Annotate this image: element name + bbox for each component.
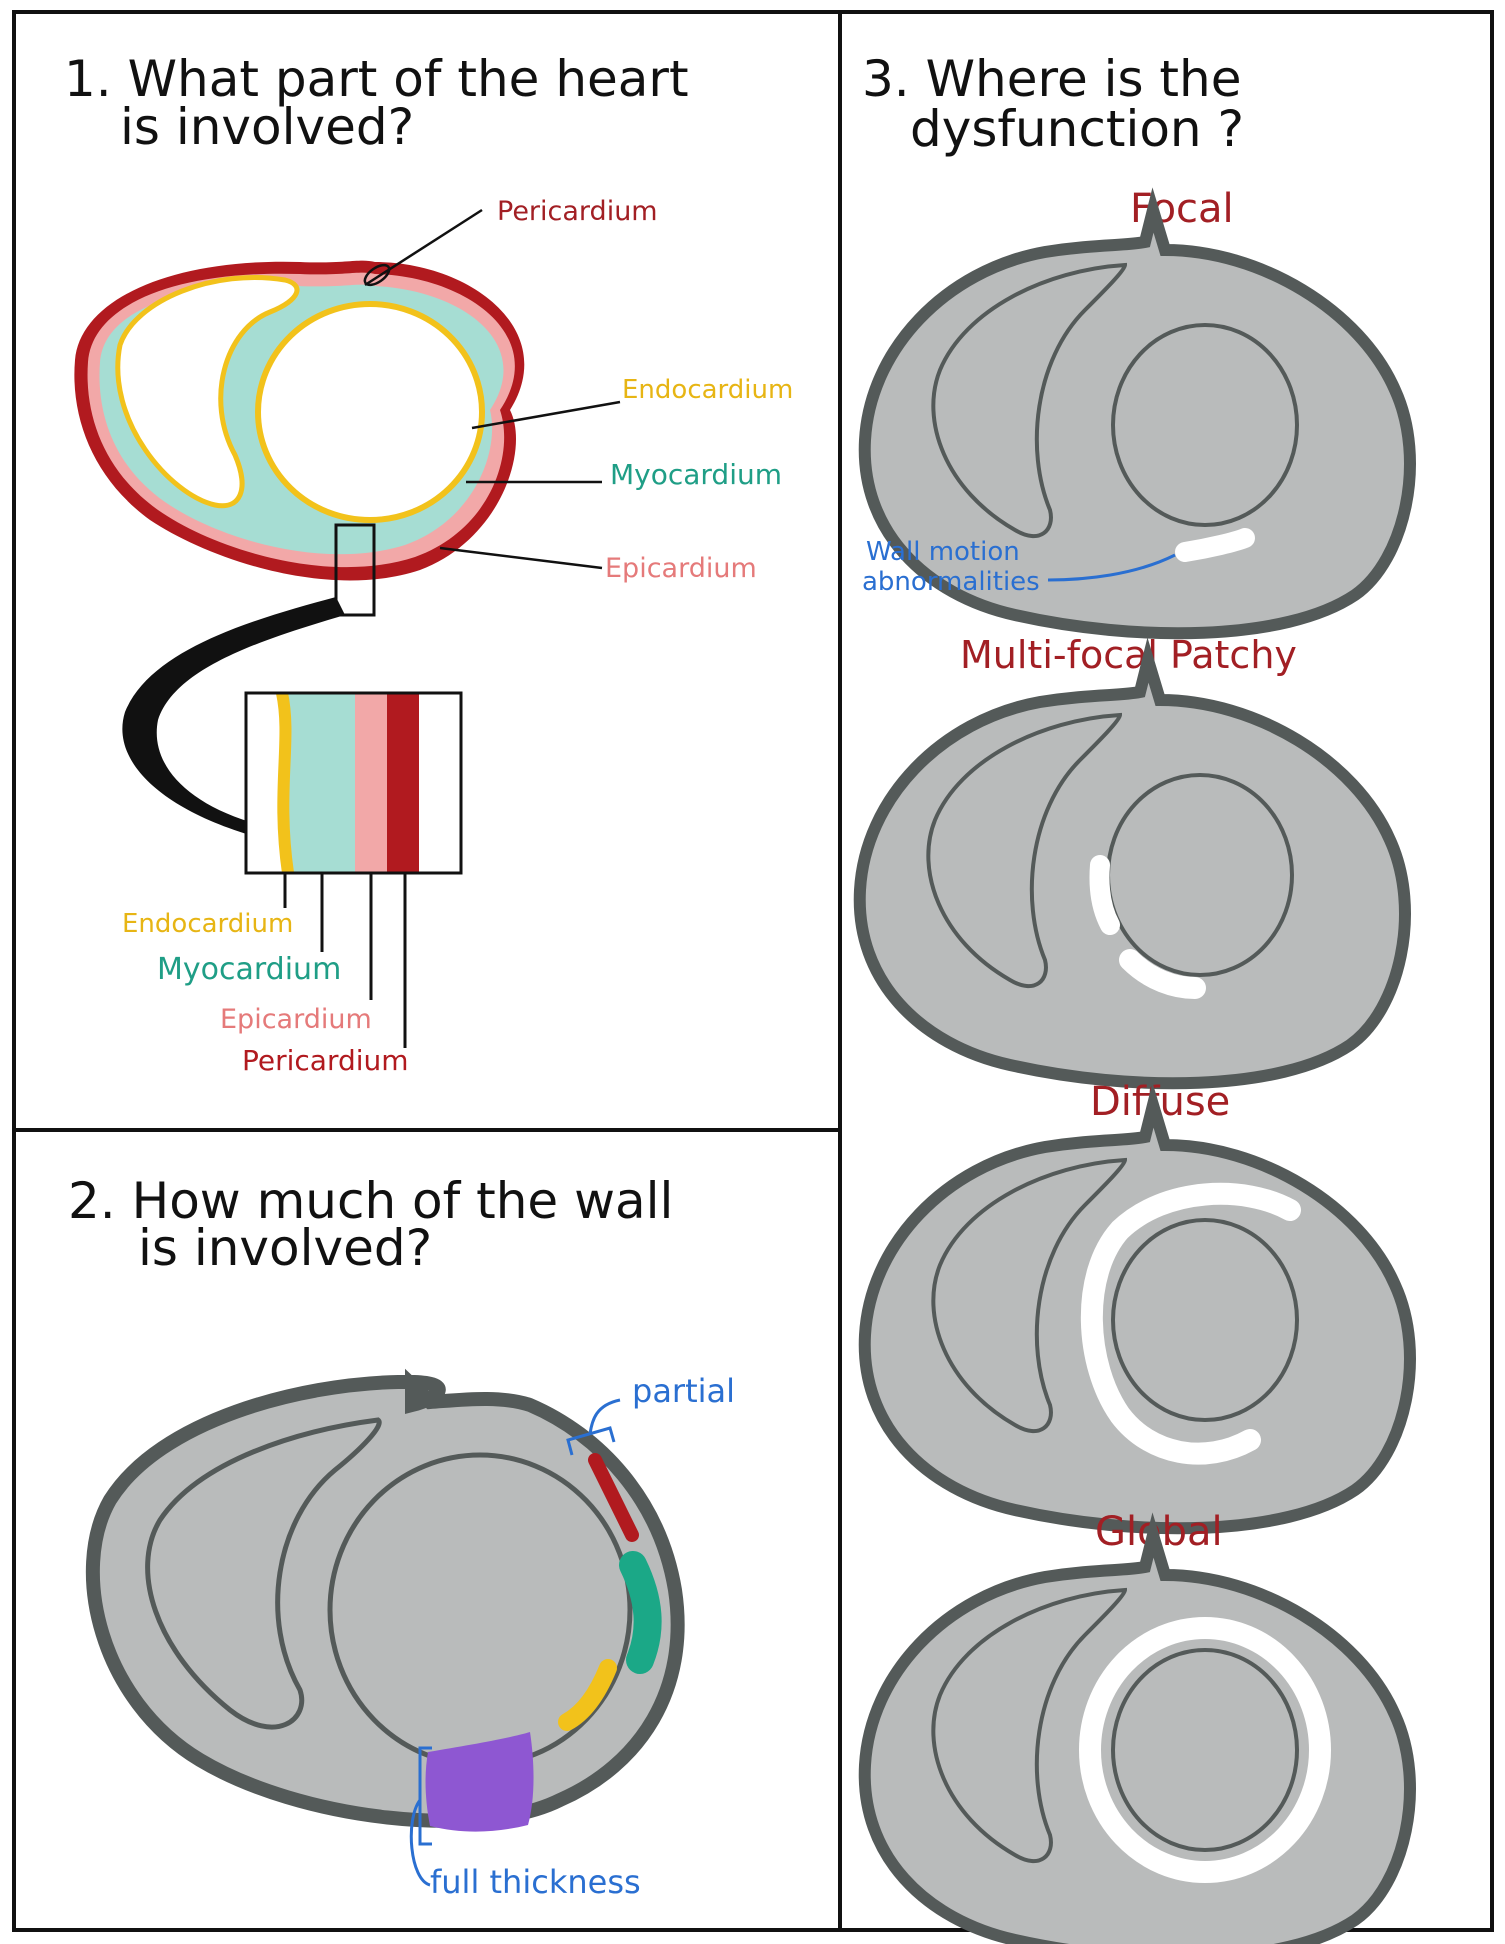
- global-abnormality-ring: [1079, 1617, 1331, 1883]
- patchy-abnormality-1: [1089, 855, 1120, 935]
- layered-heart: [74, 260, 525, 617]
- strip-pericardium: [387, 693, 419, 873]
- large-heart-body: [85, 1368, 685, 1828]
- diffuse-abnormality: [1080, 1182, 1301, 1465]
- wall-motion-pointer: [1047, 553, 1176, 582]
- label-multifocal: Multi-focal Patchy: [960, 633, 1297, 677]
- label-myocardium-top: Myocardium: [610, 458, 782, 491]
- zoomed-wall-strip: [244, 691, 463, 875]
- label-partial: partial: [632, 1372, 735, 1410]
- large-rv-chamber: [145, 1417, 382, 1730]
- lv-chamber: [255, 301, 485, 523]
- endocardium-pointer: [471, 400, 621, 430]
- lesion-full-purple: [425, 1732, 534, 1832]
- panel3-question-line2: dysfunction ?: [910, 100, 1244, 158]
- pericardium-pointer: [364, 208, 483, 287]
- full-thickness-bracket: [409, 1746, 432, 1887]
- label-epicardium-top: Epicardium: [605, 553, 757, 584]
- lv-outline: [1111, 323, 1299, 527]
- panel2-question-line1: 2. How much of the wall: [68, 1172, 673, 1230]
- heart-multifocal: [860, 660, 1405, 1083]
- label-epicardium-bottom: Epicardium: [220, 1004, 372, 1035]
- heart-global: [865, 1535, 1410, 1944]
- label-wall-motion-line1: Wall motion: [866, 537, 1020, 567]
- label-endocardium-bottom: Endocardium: [122, 909, 293, 939]
- outer-frame: [12, 10, 1494, 1932]
- panel1-question-line1: 1. What part of the heart: [64, 50, 689, 108]
- label-endocardium-top: Endocardium: [622, 375, 793, 405]
- epicardium-pointer: [439, 546, 603, 570]
- strip-myocardium: [285, 693, 355, 873]
- partial-bracket: [566, 1398, 621, 1456]
- label-pericardium-bottom: Pericardium: [242, 1044, 409, 1077]
- panel3-question-line1: 3. Where is the: [862, 50, 1242, 108]
- strip-frame: [244, 691, 463, 875]
- heart-focal: [865, 210, 1410, 633]
- panel-1: 1. What part of the heart is involved? P…: [64, 50, 793, 1077]
- lesion-partial-yellow: [558, 1659, 617, 1731]
- lesion-partial-teal: [619, 1551, 662, 1674]
- pericardium-marker: [363, 263, 391, 287]
- rv-outline: [931, 262, 1128, 538]
- lv-outline: [1111, 1648, 1299, 1852]
- panel-2: 2. How much of the wall is involved? par…: [68, 1172, 735, 1901]
- rv-chamber: [115, 274, 300, 509]
- heart-diffuse: [865, 1105, 1410, 1528]
- panel1-question-line2: is involved?: [120, 98, 414, 156]
- panel-frames: [12, 10, 1494, 1932]
- label-pericardium-top: Pericardium: [497, 196, 658, 227]
- rv-outline: [931, 1157, 1128, 1433]
- rv-outline: [931, 1587, 1128, 1863]
- strip-pointers: [283, 873, 407, 1048]
- patchy-abnormality-2: [1119, 949, 1206, 999]
- lv-outline: [1111, 1218, 1299, 1422]
- zoom-box: [334, 523, 376, 617]
- panel2-annotations: [409, 1398, 621, 1887]
- strip-epicardium: [355, 693, 387, 873]
- rv-outline: [926, 712, 1123, 988]
- zoom-connector: [122, 597, 345, 835]
- label-myocardium-bottom: Myocardium: [157, 952, 341, 987]
- lesion-partial-red: [588, 1453, 639, 1542]
- label-full-thickness: full thickness: [430, 1863, 641, 1901]
- layer-pointers: [363, 208, 621, 570]
- strip-endocardium: [276, 691, 294, 874]
- panel2-question-line2: is involved?: [138, 1219, 432, 1277]
- panel-3: 3. Where is the dysfunction ? Focal Wall…: [860, 50, 1410, 1944]
- label-wall-motion-line2: abnormalities: [862, 567, 1040, 597]
- focal-abnormality: [1175, 528, 1255, 562]
- large-heart: [85, 1368, 685, 1832]
